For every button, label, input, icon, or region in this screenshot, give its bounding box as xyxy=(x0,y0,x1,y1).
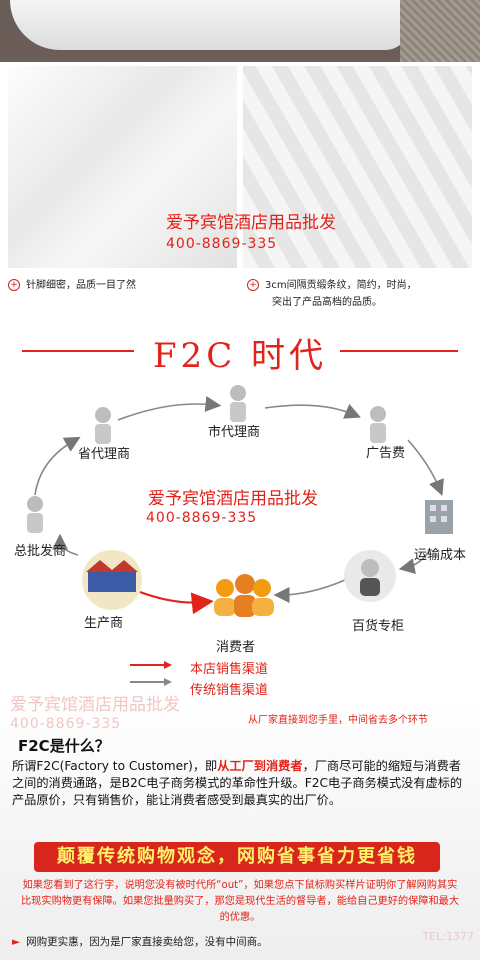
para-highlight: 从工厂到消费者 xyxy=(217,759,303,773)
caption-left: + 针脚细密，品质一目了然 xyxy=(8,276,136,291)
arrow-ad-to-transport xyxy=(407,439,444,496)
lower-info-panel xyxy=(0,700,480,960)
arrow-manufacturer-to-wholesale xyxy=(52,533,79,556)
arrow-store-to-consumer xyxy=(273,579,346,603)
caption-right-line2: 突出了产品高档的品质。 xyxy=(272,297,382,308)
slogan-text: 颠覆传统购物观念，网购省事省力更省钱 xyxy=(57,846,417,867)
node-general-wholesale: 总批发商 xyxy=(14,544,67,559)
para-text-a: 所谓F2C(Factory to Customer)，即 xyxy=(12,759,218,773)
promo-note: 如果您看到了这行字，说明您没有被时代所“out”，如果您点下鼠标购买样片证明你了… xyxy=(20,880,460,923)
folded-sheet-image xyxy=(10,0,410,50)
arrow-transport-to-store xyxy=(398,549,431,574)
arrow-province-to-city xyxy=(117,395,222,421)
building-icon-transport xyxy=(425,500,453,534)
consumer-group-icon xyxy=(214,574,274,617)
triangle-bullet-icon: ► xyxy=(12,936,21,948)
center-phone-watermark: 400-8869-335 xyxy=(146,510,258,526)
para-text-b: ，厂商尽可能的缩短与消费者之间的消费通路，是B2C电子商务模式的革命性升级。F2… xyxy=(12,759,463,807)
caption-right: +3cm间隔贡缎条纹，简约，时尚， xyxy=(247,276,417,291)
node-city-agent: 市代理商 xyxy=(208,425,261,440)
node-department-store: 百货专柜 xyxy=(352,619,405,634)
phone-watermark: 400-8869-335 xyxy=(166,236,278,252)
what-is-f2c-paragraph: 所谓F2C(Factory to Customer)，即从工厂到消费者，厂商尽可… xyxy=(12,758,472,809)
arrow-wholesale-to-province xyxy=(34,436,81,496)
plus-icon: + xyxy=(8,279,20,291)
faded-phone-watermark: 400-8869-335 xyxy=(10,716,122,732)
legend-arrows xyxy=(130,661,172,686)
slogan-banner: 颠覆传统购物观念，网购省事省力更省钱 xyxy=(34,842,440,872)
legend-traditional-channel: 传统销售渠道 xyxy=(190,683,269,698)
plus-icon: + xyxy=(247,279,259,291)
faded-shop-watermark: 爱予宾馆酒店用品批发 xyxy=(10,695,180,715)
person-icon-province xyxy=(95,407,111,444)
f2c-era-title: F2C 时代 xyxy=(152,336,328,376)
shop-watermark: 爱予宾馆酒店用品批发 xyxy=(166,213,336,233)
carpet-texture xyxy=(400,0,480,62)
node-manufacturer: 生产商 xyxy=(84,616,124,631)
person-icon-city xyxy=(230,385,246,422)
caption-left-text: 针脚细密，品质一目了然 xyxy=(26,280,136,291)
node-transport: 运输成本 xyxy=(414,548,467,563)
person-icon-ad xyxy=(370,406,386,443)
tel-watermark: TEL:1377 xyxy=(422,930,475,943)
title-divider-right xyxy=(340,350,458,352)
node-advertising: 广告费 xyxy=(366,446,406,461)
factory-icon-manufacturer xyxy=(82,550,142,610)
stripe-detail-photo xyxy=(243,66,472,268)
person-icon-wholesale xyxy=(27,496,43,533)
node-consumer: 消费者 xyxy=(216,640,256,655)
benefit-text: 网购更实惠，因为是厂家直接卖给您，没有中间商。 xyxy=(26,936,268,948)
distribution-cycle-diagram xyxy=(27,385,453,617)
stitch-detail-photo xyxy=(8,66,237,268)
title-divider-left xyxy=(22,350,134,352)
worried-person-icon-store xyxy=(344,550,396,602)
caption-right-line1: 3cm间隔贡缎条纹，简约，时尚， xyxy=(265,280,417,291)
center-shop-watermark: 爱予宾馆酒店用品批发 xyxy=(148,489,318,509)
direct-channel-note: 从厂家直接到您手里，中间省去多个环节 xyxy=(248,715,428,726)
arrow-manufacturer-to-consumer xyxy=(139,590,214,615)
what-is-f2c-title: F2C是什么？ xyxy=(18,737,110,755)
benefit-bullet: ► 网购更实惠，因为是厂家直接卖给您，没有中间商。 xyxy=(12,934,268,949)
legend-shop-channel: 本店销售渠道 xyxy=(190,662,269,677)
node-province-agent: 省代理商 xyxy=(78,447,131,462)
top-product-photo xyxy=(0,0,480,62)
arrow-city-to-ad xyxy=(264,403,361,419)
